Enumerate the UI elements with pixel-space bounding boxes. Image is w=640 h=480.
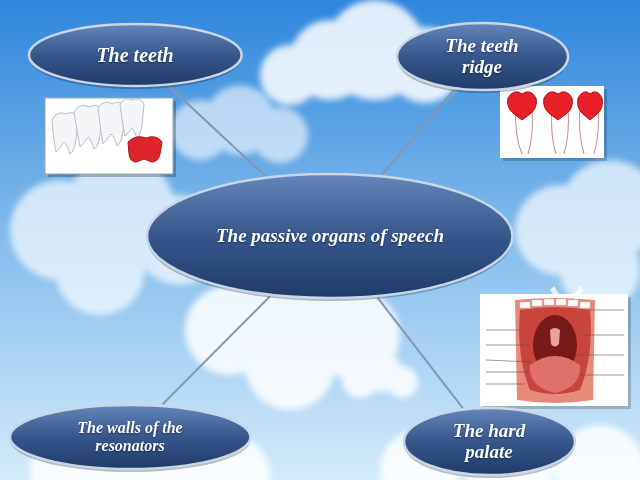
ellipse-node: The passive organs of speech — [145, 172, 514, 300]
node-label: The passive organs of speech — [205, 226, 455, 247]
teeth-picture — [45, 98, 176, 177]
ellipse-node: The teeth ridge — [395, 21, 570, 92]
connector-line — [163, 297, 270, 405]
node-label: The hard palate — [434, 421, 544, 463]
connector-line — [378, 298, 463, 408]
ellipse-node: The teeth — [27, 22, 244, 88]
clouds — [10, 0, 640, 480]
teeth-ridge-picture — [500, 86, 607, 161]
node-label: The teeth — [65, 44, 205, 66]
connector-line — [169, 86, 266, 176]
ellipse-node: The walls of the resonators — [8, 403, 252, 471]
ellipse-node: The hard palate — [402, 406, 577, 477]
node-label: The teeth ridge — [427, 36, 537, 78]
mouth-cavity-picture — [480, 286, 631, 409]
connector-line — [382, 91, 453, 175]
node-label: The walls of the resonators — [50, 419, 210, 454]
